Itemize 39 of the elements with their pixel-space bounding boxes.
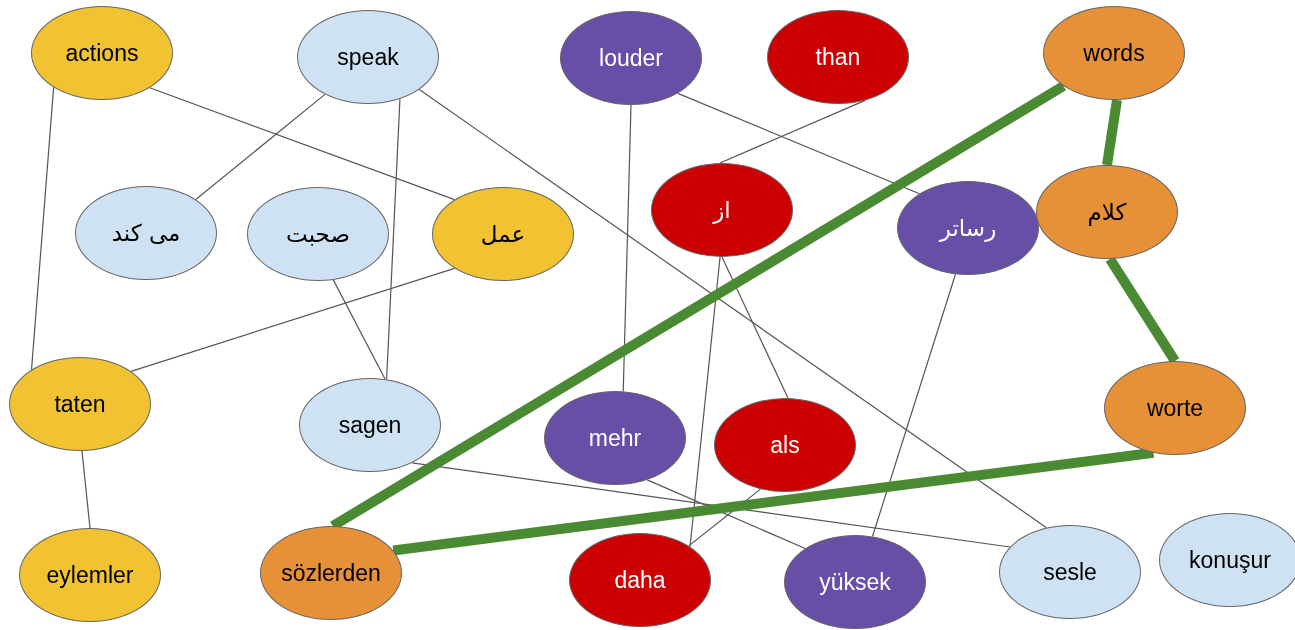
word-ellipse: worte (1104, 361, 1246, 455)
word-ellipse: کلام (1036, 165, 1178, 259)
word-ellipse: louder (560, 11, 702, 105)
connector-line (646, 479, 806, 550)
connector-line (411, 462, 1011, 548)
word-ellipse: می کند (75, 186, 217, 280)
connector-line (721, 256, 789, 399)
connector-line (81, 450, 91, 529)
connector-line (622, 104, 632, 392)
word-ellipse: از (651, 163, 793, 257)
connector-line (677, 92, 921, 195)
connector-line (332, 279, 386, 380)
connector-line (195, 93, 326, 201)
connector-line (30, 86, 55, 371)
connector-line (689, 256, 721, 548)
word-ellipse: sagen (299, 378, 441, 472)
word-ellipse: als (714, 398, 856, 492)
connector-line (392, 447, 1155, 556)
word-ellipse: actions (31, 6, 173, 100)
connector-line (149, 87, 456, 201)
connector-line (130, 267, 456, 372)
word-ellipse: yüksek (784, 535, 926, 629)
word-ellipse: konuşur (1159, 513, 1295, 607)
word-ellipse: mehr (544, 391, 686, 485)
word-ellipse: eylemler (19, 528, 161, 622)
word-ellipse: than (767, 10, 909, 104)
word-ellipse: عمل (432, 187, 574, 281)
connector-line (418, 88, 1047, 529)
connector-line (1102, 99, 1122, 166)
word-ellipse: daha (569, 533, 711, 627)
connector-line (386, 98, 401, 380)
word-ellipse: words (1043, 6, 1185, 100)
word-ellipse: صحبت (247, 187, 389, 281)
word-ellipse: speak (297, 10, 439, 104)
word-ellipse: taten (9, 357, 151, 451)
word-ellipse: sözlerden (260, 526, 402, 620)
word-ellipse: sesle (999, 525, 1141, 619)
word-ellipse: رساتر (897, 181, 1039, 275)
connector-line (719, 99, 866, 164)
